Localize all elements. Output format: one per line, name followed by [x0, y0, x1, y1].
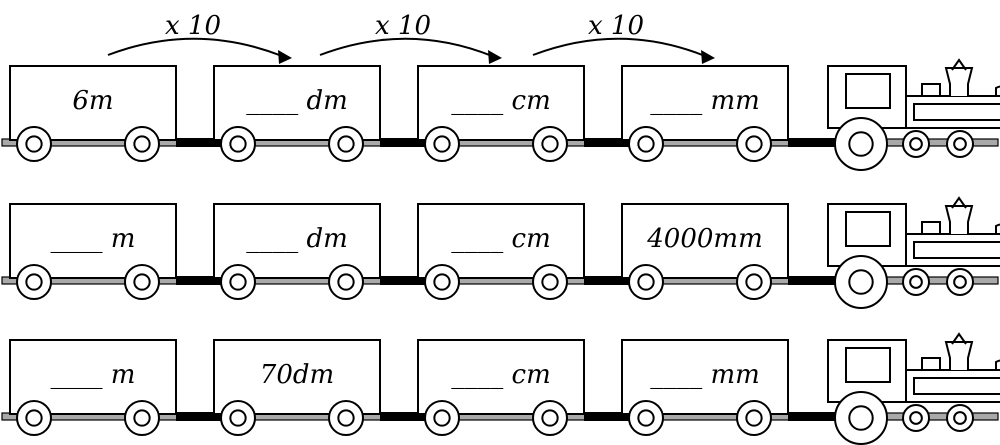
- arrow-3: x 10: [532, 11, 715, 64]
- wheel: [220, 400, 256, 436]
- multiply-arrows: x 10 x 10 x 10: [107, 11, 715, 64]
- wheel: [220, 126, 256, 162]
- locomotive: [827, 58, 1000, 171]
- coupling: [176, 276, 226, 285]
- train-row: ____ m 70dm ____ cm ____ mm: [1, 332, 1000, 445]
- train-car: 70dm: [213, 339, 381, 436]
- smokestack: [944, 67, 974, 96]
- smokestack: [944, 341, 974, 370]
- wheel: [834, 255, 888, 309]
- coupling: [788, 276, 838, 285]
- wheel: [424, 126, 460, 162]
- wheel: [946, 268, 974, 296]
- wheel: [736, 400, 772, 436]
- cab-window: [845, 347, 891, 383]
- train-car: ____ m: [9, 339, 177, 436]
- wheel: [328, 400, 364, 436]
- wheel: [124, 400, 160, 436]
- train-row: 6m ____ dm ____ cm ____ mm: [1, 58, 1000, 171]
- coupling: [176, 138, 226, 147]
- cab-window: [845, 211, 891, 247]
- smokestack: [944, 205, 974, 234]
- car-label: 70dm: [260, 360, 334, 390]
- coupling: [380, 412, 430, 421]
- car-label: 4000mm: [646, 224, 762, 254]
- wheel: [16, 264, 52, 300]
- car-label: ____ m: [51, 224, 136, 254]
- locomotive: [827, 332, 1000, 445]
- train-car: ____ dm: [213, 65, 381, 162]
- wheel: [16, 126, 52, 162]
- train-car: ____ dm: [213, 203, 381, 300]
- wheel: [16, 400, 52, 436]
- headlight: [995, 85, 1000, 96]
- coupling: [584, 412, 634, 421]
- coupling: [584, 138, 634, 147]
- cab-window: [845, 73, 891, 109]
- arrow-label: x 10: [375, 11, 431, 41]
- car-label: ____ cm: [451, 360, 550, 390]
- headlight: [995, 359, 1000, 370]
- wheel: [628, 400, 664, 436]
- wheel: [902, 404, 930, 432]
- car-label: 6m: [72, 86, 113, 116]
- headlight: [995, 223, 1000, 234]
- coupling: [584, 276, 634, 285]
- wheel: [124, 126, 160, 162]
- car-label: ____ cm: [451, 86, 550, 116]
- wheel: [124, 264, 160, 300]
- wheel: [424, 264, 460, 300]
- wheel: [628, 264, 664, 300]
- car-label: ____ dm: [246, 86, 348, 116]
- wheel: [628, 126, 664, 162]
- car-label: ____ cm: [451, 224, 550, 254]
- train-row: ____ m ____ dm ____ cm 4000mm: [1, 196, 1000, 309]
- train-car: ____ m: [9, 203, 177, 300]
- coupling: [380, 138, 430, 147]
- wheel: [424, 400, 460, 436]
- wheel: [220, 264, 256, 300]
- coupling: [788, 412, 838, 421]
- wheel: [946, 130, 974, 158]
- train-car: ____ cm: [417, 65, 585, 162]
- train-car: ____ cm: [417, 203, 585, 300]
- wheel: [736, 264, 772, 300]
- train-car: ____ mm: [621, 65, 789, 162]
- train-car: ____ cm: [417, 339, 585, 436]
- train-car: 4000mm: [621, 203, 789, 300]
- wheel: [532, 126, 568, 162]
- car-label: ____ dm: [246, 224, 348, 254]
- coupling: [176, 412, 226, 421]
- wheel: [902, 268, 930, 296]
- wheel: [532, 400, 568, 436]
- arrow-2: x 10: [319, 11, 502, 64]
- trains: 6m____ dm____ cm____ mm____ m____ dm____…: [1, 58, 1000, 445]
- arrow-1: x 10: [107, 11, 292, 64]
- car-label: ____ m: [51, 360, 136, 390]
- coupling: [788, 138, 838, 147]
- wheel: [946, 404, 974, 432]
- car-label: ____ mm: [650, 86, 760, 116]
- wheel: [902, 130, 930, 158]
- wheel: [834, 117, 888, 171]
- wheel: [834, 391, 888, 445]
- wheel: [328, 264, 364, 300]
- locomotive: [827, 196, 1000, 309]
- arrow-label: x 10: [165, 11, 221, 41]
- wheel: [328, 126, 364, 162]
- train-car: ____ mm: [621, 339, 789, 436]
- wheel: [532, 264, 568, 300]
- train-car: 6m: [9, 65, 177, 162]
- car-label: ____ mm: [650, 360, 760, 390]
- arrow-label: x 10: [588, 11, 644, 41]
- wheel: [736, 126, 772, 162]
- coupling: [380, 276, 430, 285]
